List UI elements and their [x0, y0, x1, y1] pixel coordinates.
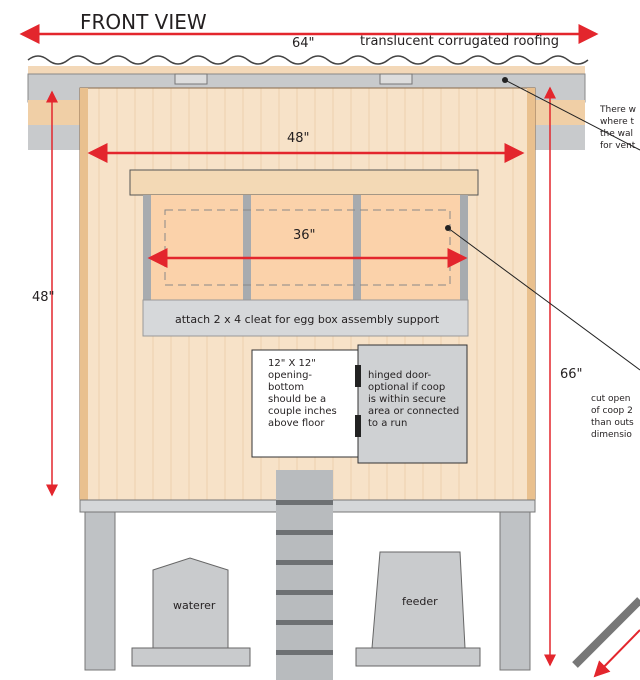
dim-36-label: 36" — [293, 228, 316, 243]
dim-66-label: 66" — [560, 367, 583, 382]
right-leg — [499, 499, 531, 671]
railing — [572, 597, 640, 668]
egg-box — [143, 195, 468, 300]
feeder-drawing — [355, 551, 481, 667]
dim-48-vert-label: 48" — [32, 290, 55, 305]
egg-box-shelf — [129, 169, 479, 196]
roofing-label: translucent corrugated roofing — [360, 34, 560, 49]
left-leg — [84, 499, 116, 671]
opening — [251, 349, 361, 458]
ramp — [276, 470, 333, 680]
hinged-door — [357, 344, 468, 464]
feeder-label: feeder — [402, 595, 438, 608]
dim-48-horiz-label: 48" — [287, 131, 310, 146]
cleat — [142, 299, 469, 337]
waterer-label: waterer — [173, 599, 216, 612]
dim-64-label: 64" — [292, 36, 315, 51]
cleat-label: attach 2 x 4 cleat for egg box assembly … — [175, 313, 440, 326]
page-title: FRONT VIEW — [80, 10, 207, 34]
waterer-drawing — [131, 557, 251, 667]
